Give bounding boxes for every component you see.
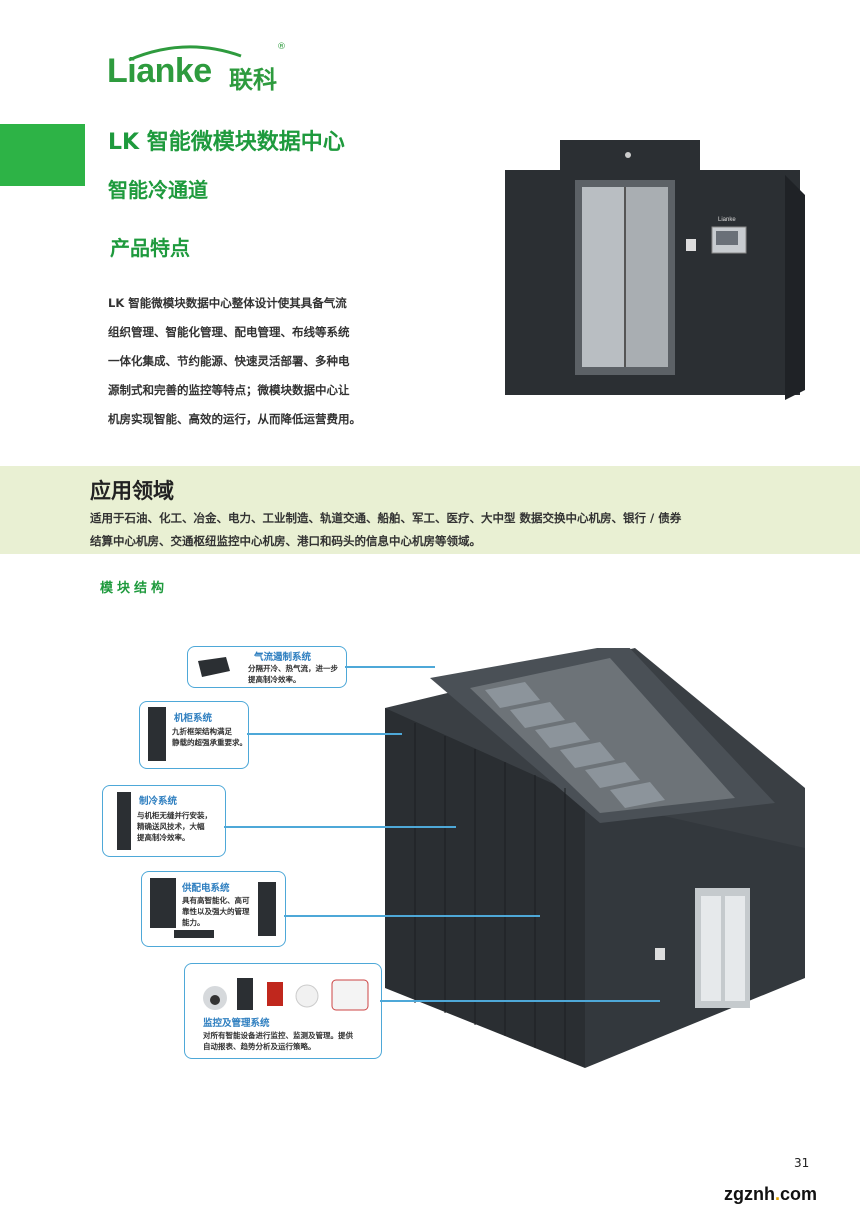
ups-icon xyxy=(258,882,276,936)
callout-text: 静载的超强承重要求。 xyxy=(172,738,247,747)
callout-text: 与机柜无缝并行安装， xyxy=(137,811,212,820)
callout-power-distribution: 供配电系统 具有高智能化、高可 靠性以及强大的管理 能力。 xyxy=(141,871,286,947)
features-description: LK 智能微模块数据中心整体设计使其具备气流 组织管理、智能化管理、配电管理、布… xyxy=(108,293,388,438)
callout-title: 机柜系统 xyxy=(174,713,213,724)
callout-text: 九折框架结构满足 xyxy=(172,727,232,736)
cabinet-icon xyxy=(148,707,166,761)
watermark: zgznh.com xyxy=(724,1184,817,1205)
callout-text: 靠性以及强大的管理 xyxy=(182,907,250,916)
watermark-name: zgznh xyxy=(724,1184,775,1204)
cold-aisle-product-image: Lianke xyxy=(505,140,805,400)
module-structure-title: 模块结构 xyxy=(100,581,169,596)
cooling-unit-icon xyxy=(117,792,131,850)
features-heading: 产品特点 xyxy=(110,236,190,260)
airflow-panel-icon xyxy=(198,657,230,677)
description-line: 组织管理、智能化管理、配电管理、布线等系统 xyxy=(108,325,350,339)
leader-line xyxy=(284,915,540,917)
callout-title: 气流遏制系统 xyxy=(254,652,312,663)
callout-text: 精确送风技术，大幅 xyxy=(137,822,205,831)
page-number: 31 xyxy=(794,1156,810,1170)
leader-line xyxy=(345,666,435,668)
description-line: LK 智能微模块数据中心整体设计使其具备气流 xyxy=(108,296,347,310)
logo-chinese: 联科 xyxy=(229,66,277,94)
callout-text: 对所有智能设备进行监控、监测及管理。提供 xyxy=(203,1031,353,1040)
callout-cooling-system: 制冷系统 与机柜无缝并行安装， 精确送风技术，大幅 提高制冷效率。 xyxy=(102,785,226,857)
power-cabinet-icon xyxy=(150,878,176,928)
watermark-tld: com xyxy=(780,1184,818,1204)
application-text-line1: 适用于石油、化工、冶金、电力、工业制造、轨道交通、船舶、军工、医疗、大中型 数据… xyxy=(90,511,682,525)
callout-text: 提高制冷效率。 xyxy=(137,833,190,842)
micro-module-diagram xyxy=(385,648,805,1068)
callout-text: 自动报表、趋势分析及运行策略。 xyxy=(203,1042,316,1051)
pdu-icon xyxy=(174,930,214,938)
logo-arc xyxy=(128,45,242,62)
page-title: LK 智能微模块数据中心 xyxy=(108,130,345,155)
description-line: 机房实现智能、高效的运行，从而降低运营费用。 xyxy=(108,412,361,426)
lianke-logo: Lianke 联科 ® xyxy=(107,42,287,98)
callout-title: 供配电系统 xyxy=(182,883,230,894)
leader-line xyxy=(224,826,456,828)
callout-title: 监控及管理系统 xyxy=(203,1018,270,1029)
description-line: 源制式和完善的监控等特点；微模块数据中心让 xyxy=(108,383,350,397)
application-band xyxy=(0,466,860,554)
registered-mark: ® xyxy=(277,42,286,52)
callout-text: 分隔开冷、热气流，进一步 xyxy=(248,664,338,673)
callout-text: 具有高智能化、高可 xyxy=(182,896,250,905)
leader-line xyxy=(247,733,402,735)
callout-monitoring-management: 监控及管理系统 对所有智能设备进行监控、监测及管理。提供 自动报表、趋势分析及运… xyxy=(184,963,382,1059)
svg-text:Lianke: Lianke xyxy=(718,217,736,223)
callout-cabinet-system: 机柜系统 九折框架结构满足 静载的超强承重要求。 xyxy=(139,701,249,769)
callout-text: 提高制冷效率。 xyxy=(248,675,301,684)
application-title: 应用领域 xyxy=(90,479,174,503)
green-accent-block xyxy=(0,124,85,186)
callout-text: 能力。 xyxy=(182,918,205,927)
monitoring-devices-icons xyxy=(203,978,369,1011)
watermark-dot: . xyxy=(775,1184,781,1204)
description-line: 一体化集成、节约能源、快速灵活部署、多种电 xyxy=(108,354,350,368)
callout-title: 制冷系统 xyxy=(139,796,178,807)
page-subtitle: 智能冷通道 xyxy=(108,178,208,202)
application-text-line2: 结算中心机房、交通枢纽监控中心机房、港口和码头的信息中心机房等领域。 xyxy=(90,534,481,548)
callout-airflow-containment: 气流遏制系统 分隔开冷、热气流，进一步 提高制冷效率。 xyxy=(187,646,347,688)
logo-word: Lianke xyxy=(107,52,212,90)
leader-line xyxy=(380,1000,660,1002)
